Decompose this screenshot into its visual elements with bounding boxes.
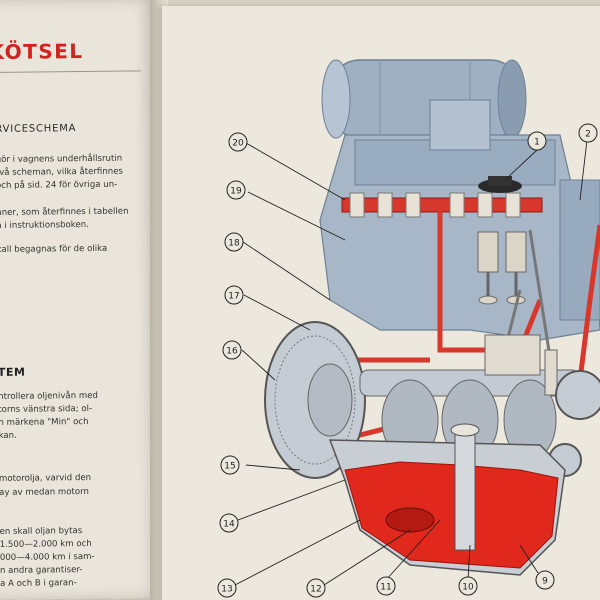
callout-leaders	[234, 139, 588, 586]
svg-text:15: 15	[224, 462, 235, 472]
svg-text:9: 9	[542, 577, 548, 587]
engine-block	[319, 99, 600, 341]
callout-19: 19	[226, 180, 246, 200]
svg-text:16: 16	[226, 347, 238, 357]
svg-text:14: 14	[223, 520, 235, 530]
callout-9: 9	[535, 570, 555, 590]
callout-13: 13	[217, 578, 237, 598]
callout-18: 18	[224, 232, 244, 252]
callout-20: 20	[228, 132, 248, 152]
timing-gear	[548, 370, 600, 477]
oil-sump	[328, 423, 566, 576]
oil-filler-cap	[478, 176, 522, 193]
air-filter	[321, 59, 527, 139]
callout-16: 16	[222, 340, 242, 360]
svg-text:2: 2	[585, 130, 591, 140]
callout-15: 15	[220, 455, 240, 475]
callout-11: 11	[376, 576, 396, 596]
callout-12: 12	[306, 578, 326, 598]
callout-2: 2	[578, 123, 598, 143]
callouts: 20 19 18 17 16 15 14 13 12 11 10 9 1 2	[217, 123, 598, 598]
callout-14: 14	[219, 513, 239, 533]
callout-1: 1	[527, 131, 547, 151]
svg-text:1: 1	[534, 138, 540, 148]
svg-text:10: 10	[462, 583, 474, 593]
svg-text:13: 13	[221, 585, 232, 595]
svg-text:18: 18	[228, 239, 240, 249]
svg-text:19: 19	[230, 187, 242, 197]
valves	[477, 231, 527, 305]
svg-text:11: 11	[380, 583, 391, 593]
callout-10: 10	[458, 576, 478, 596]
svg-text:17: 17	[228, 292, 239, 302]
flywheel	[264, 321, 366, 479]
crankshaft	[359, 334, 581, 461]
background-edge	[0, 0, 600, 10]
svg-text:12: 12	[310, 585, 321, 595]
rocker-shaft	[341, 192, 543, 218]
svg-text:20: 20	[232, 139, 244, 149]
callout-17: 17	[224, 285, 244, 305]
